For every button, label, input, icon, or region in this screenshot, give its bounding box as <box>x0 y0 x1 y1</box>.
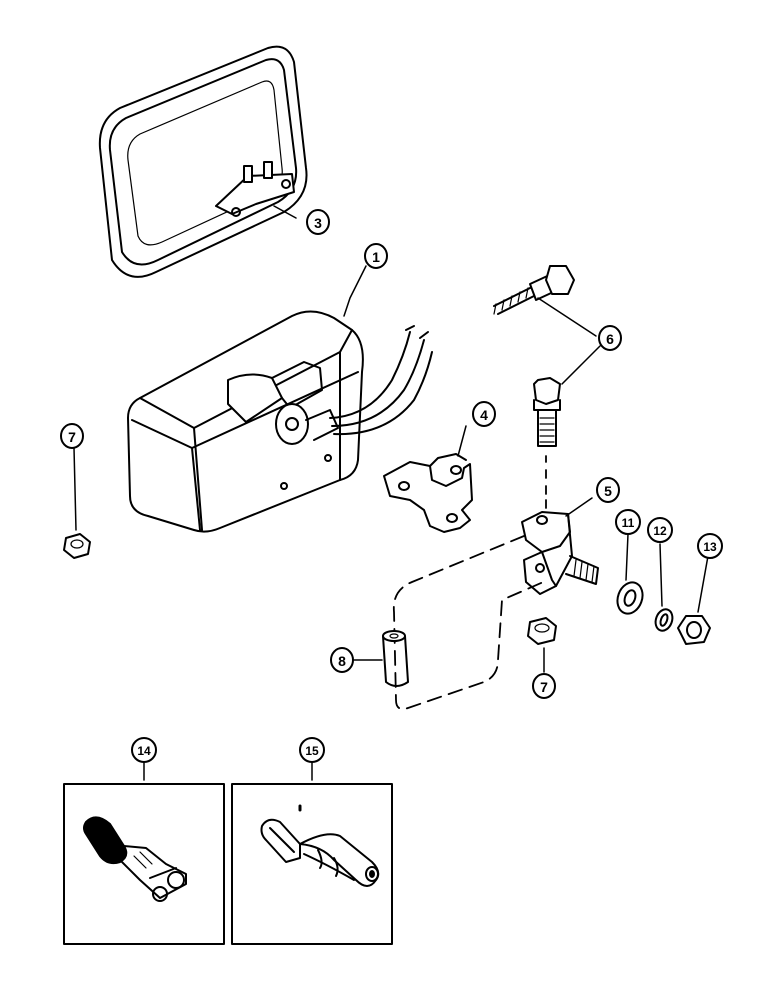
callout-12-balloon <box>647 517 673 543</box>
callout-6-balloon <box>598 325 622 351</box>
part-hex-nut-lower <box>527 617 557 645</box>
part-bracket-5 <box>521 497 599 595</box>
callout-7b-balloon <box>532 673 556 699</box>
part-box-terminal <box>63 783 225 945</box>
callout-3: 3 <box>314 215 322 231</box>
part-butt-connector <box>260 804 380 887</box>
part-hex-nut-13 <box>677 615 711 645</box>
part-bolt-vertical <box>533 377 561 447</box>
callout-1: 1 <box>372 249 380 265</box>
callout-15-balloon <box>299 737 325 763</box>
callout-7a: 7 <box>68 429 76 445</box>
callout-7a-balloon <box>60 423 84 449</box>
callout-13: 13 <box>703 540 717 554</box>
callout-1-balloon <box>364 243 388 269</box>
part-lamp-housing <box>127 310 433 533</box>
callout-3-balloon <box>306 209 330 235</box>
callout-12: 12 <box>653 524 667 538</box>
part-bracket-4 <box>383 425 473 533</box>
part-sealed-beam-lamp <box>98 45 308 278</box>
callout-6: 6 <box>606 331 614 347</box>
part-bolt-horizontal <box>493 265 575 315</box>
callout-4: 4 <box>480 407 488 423</box>
callout-5: 5 <box>604 483 612 499</box>
callout-11-balloon <box>615 509 641 535</box>
part-hex-nut-left <box>63 533 91 559</box>
part-box-connector <box>231 783 393 945</box>
part-female-terminal <box>83 816 187 902</box>
callout-15: 15 <box>305 744 319 758</box>
callout-14: 14 <box>137 744 151 758</box>
callout-14-balloon <box>131 737 157 763</box>
callout-13-balloon <box>697 533 723 559</box>
callout-8: 8 <box>338 653 346 669</box>
part-lock-washer <box>654 608 674 632</box>
part-flat-washer <box>616 581 644 615</box>
callout-4-balloon <box>472 401 496 427</box>
callout-5-balloon <box>596 477 620 503</box>
part-spacer-tube <box>382 630 409 687</box>
callout-7b: 7 <box>540 679 548 695</box>
callout-11: 11 <box>622 516 635 530</box>
callout-8-balloon <box>330 647 354 673</box>
